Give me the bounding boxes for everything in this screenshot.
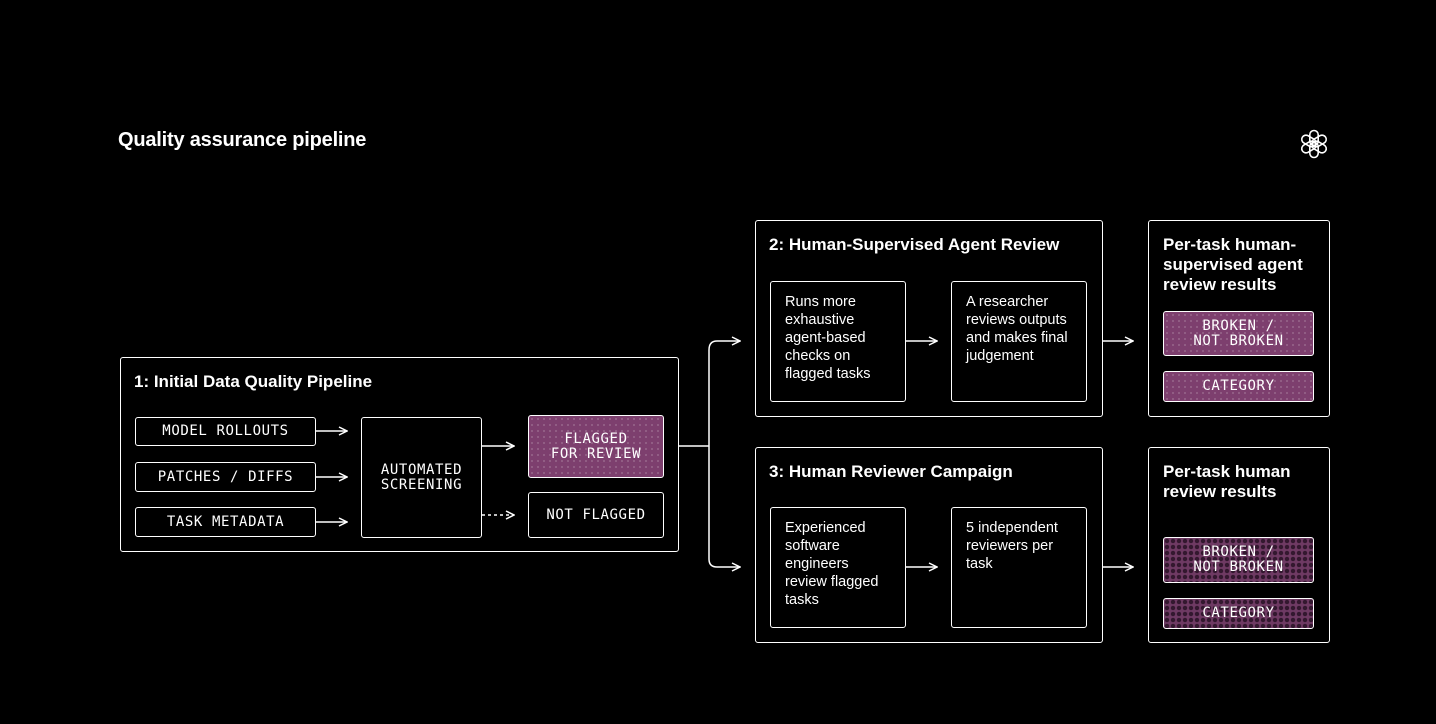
stage1-container: 1: Initial Data Quality Pipeline <box>120 357 679 552</box>
screening-line-2: SCREENING <box>380 476 463 493</box>
stage2-tag-broken-line-1: BROKEN / <box>1202 317 1275 334</box>
stage3-container: 3: Human Reviewer Campaign <box>755 447 1103 643</box>
input-task-metadata: TASK METADATA <box>135 507 316 537</box>
stage3-tag-broken: BROKEN / NOT BROKEN <box>1163 537 1314 583</box>
stage3-independent-reviewers: 5 independent reviewers per task <box>951 507 1087 628</box>
stage2-results-container: Per-task human-supervised agent review r… <box>1148 220 1330 417</box>
branch-connector <box>679 340 740 568</box>
stage3-tag-broken-line-2: NOT BROKEN <box>1193 559 1284 575</box>
screening-line-1: AUTOMATED <box>380 461 463 478</box>
stage2-tag-broken-line-2: NOT BROKEN <box>1193 332 1284 349</box>
stage2-results-title: Per-task human-supervised agent review r… <box>1163 235 1303 294</box>
flagged-for-review-box: FLAGGED FOR REVIEW <box>528 415 664 478</box>
stage3-engineers-review: Experienced software engineers review fl… <box>770 507 906 628</box>
input-patches-diffs: PATCHES / DIFFS <box>135 462 316 492</box>
stage3-results-title: Per-task human review results <box>1163 462 1291 501</box>
stage1-title: 1: Initial Data Quality Pipeline <box>134 372 373 391</box>
openai-logo-icon <box>1296 126 1332 162</box>
stage3-title: 3: Human Reviewer Campaign <box>769 462 1013 481</box>
flagged-line-1: FLAGGED <box>564 430 628 447</box>
page-title: Quality assurance pipeline <box>118 129 367 151</box>
stage2-tag-broken: BROKEN / NOT BROKEN <box>1163 311 1314 356</box>
stage3-tag-broken-line-1: BROKEN / <box>1202 544 1275 560</box>
stage3-results-container: Per-task human review results <box>1148 447 1330 643</box>
not-flagged-box: NOT FLAGGED <box>528 492 664 538</box>
stage2-researcher-review: A researcher reviews outputs and makes f… <box>951 281 1087 402</box>
stage2-title: 2: Human-Supervised Agent Review <box>769 235 1060 254</box>
stage3-tag-category: CATEGORY <box>1163 598 1314 629</box>
automated-screening-box: AUTOMATED SCREENING <box>361 417 482 538</box>
stage2-agent-checks: Runs more exhaustive agent-based checks … <box>770 281 906 402</box>
input-model-rollouts: MODEL ROLLOUTS <box>135 417 316 446</box>
stage2-container: 2: Human-Supervised Agent Review <box>755 220 1103 417</box>
stage2-tag-category: CATEGORY <box>1163 371 1314 402</box>
flagged-line-2: FOR REVIEW <box>550 445 642 462</box>
